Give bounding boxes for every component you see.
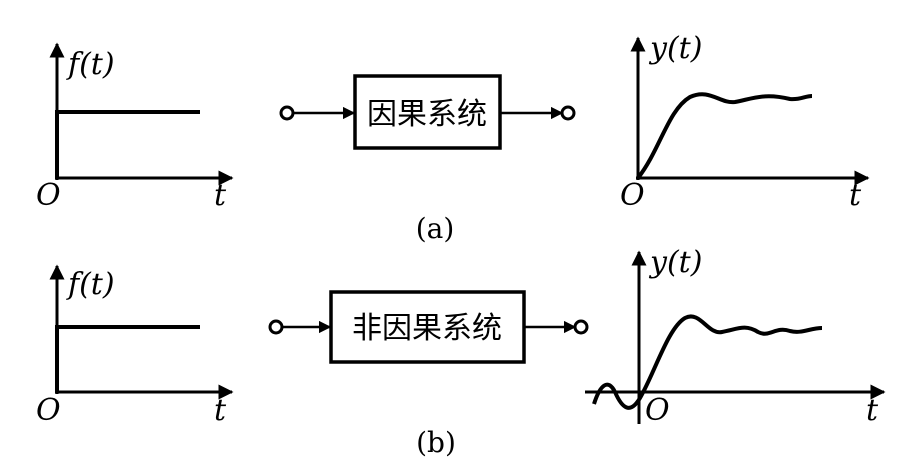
input-x-label-a: t (214, 178, 227, 213)
output-terminal-a (560, 105, 576, 121)
caption-a: (a) (416, 212, 455, 245)
input-plot-a: f(t) t O (36, 42, 234, 213)
output-y-label-a: y(t) (648, 31, 702, 66)
system-label-a: 因果系统 (367, 97, 487, 132)
output-response-a (636, 92, 813, 180)
input-terminal-b (268, 319, 284, 335)
input-terminal-a (279, 105, 295, 121)
output-origin-a: O (620, 178, 645, 213)
system-block-b: 非因果系统 (268, 290, 589, 364)
output-origin-b: O (645, 393, 670, 428)
step-signal-b (55, 325, 200, 392)
system-box-b (329, 290, 526, 364)
output-response-b (592, 314, 823, 410)
system-box-a (353, 74, 502, 150)
output-x-label-b: t (866, 393, 879, 428)
row-a: f(t) t O 因果系统 y(t) t O (a) (36, 31, 870, 245)
row-b: f(t) t O 非因果系统 y(t) t O (b) (36, 245, 886, 459)
output-plot-a: y(t) t O (620, 31, 870, 213)
input-origin-b: O (36, 393, 61, 428)
input-y-label-b: f(t) (66, 267, 115, 302)
output-x-label-a: t (849, 178, 862, 213)
input-plot-b: f(t) t O (36, 264, 234, 428)
caption-b: (b) (416, 426, 456, 459)
system-label-b: 非因果系统 (352, 311, 502, 346)
step-signal-a (55, 110, 200, 178)
input-origin-a: O (36, 178, 61, 213)
output-y-label-b: y(t) (648, 245, 702, 280)
system-block-a: 因果系统 (279, 74, 576, 150)
input-y-label-a: f(t) (66, 47, 115, 82)
input-x-label-b: t (214, 393, 227, 428)
output-terminal-b (573, 319, 589, 335)
output-plot-b: y(t) t O (585, 245, 886, 428)
